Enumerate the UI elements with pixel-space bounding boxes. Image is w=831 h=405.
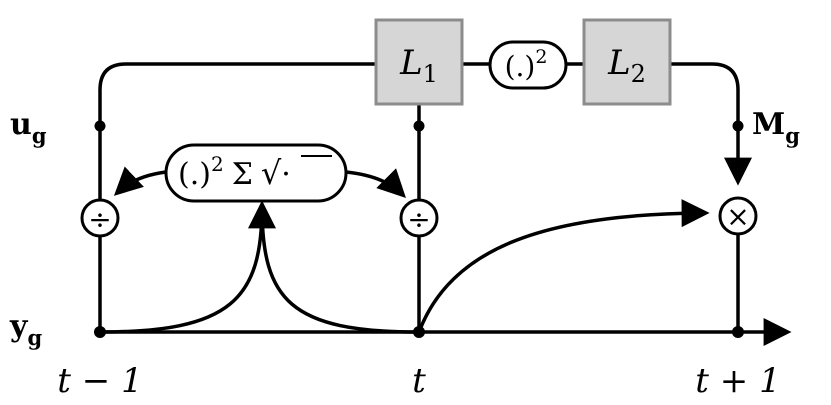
axis-dot-t-minus-1 (94, 326, 106, 338)
l1-block (374, 18, 464, 106)
top-right-line (670, 62, 752, 186)
m-g-label: Mg (752, 107, 800, 148)
l2-block (582, 18, 672, 106)
mid-divide-symbol: ÷ (407, 203, 430, 236)
norm-to-left-divider-arrow (113, 166, 167, 196)
norm-op-pill (164, 143, 348, 203)
multiply-operator (718, 196, 758, 236)
multiply-symbol: × (726, 200, 749, 233)
axis-label-t-plus-1: t + 1 (695, 361, 780, 401)
left-divide-operator (80, 198, 120, 238)
left-divide-symbol: ÷ (88, 203, 111, 236)
u-g-label: ug (10, 107, 47, 148)
mid-divide-operator (399, 198, 439, 238)
axis-label-t-minus-1: t − 1 (57, 361, 142, 401)
l1-label: L1 (399, 43, 438, 88)
y-g-label: yg (9, 309, 42, 350)
square-op-pill (488, 40, 568, 90)
u-junction-dot (94, 120, 106, 132)
curve-left-to-norm (99, 200, 276, 334)
l2-label: L2 (607, 43, 646, 88)
curve-mid-to-norm (260, 205, 420, 334)
axis-dot-t (413, 326, 425, 338)
l1-junction-dot (413, 120, 425, 132)
norm-to-mid-divider-arrow (345, 168, 406, 198)
m-junction-dot (732, 120, 744, 132)
curve-t-to-multiplier (417, 199, 710, 333)
top-left-line (98, 62, 376, 200)
axis-label-t: t (412, 361, 426, 401)
square-op-label: (.)2 (505, 46, 548, 83)
axis-dot-t-plus-1 (732, 326, 744, 338)
